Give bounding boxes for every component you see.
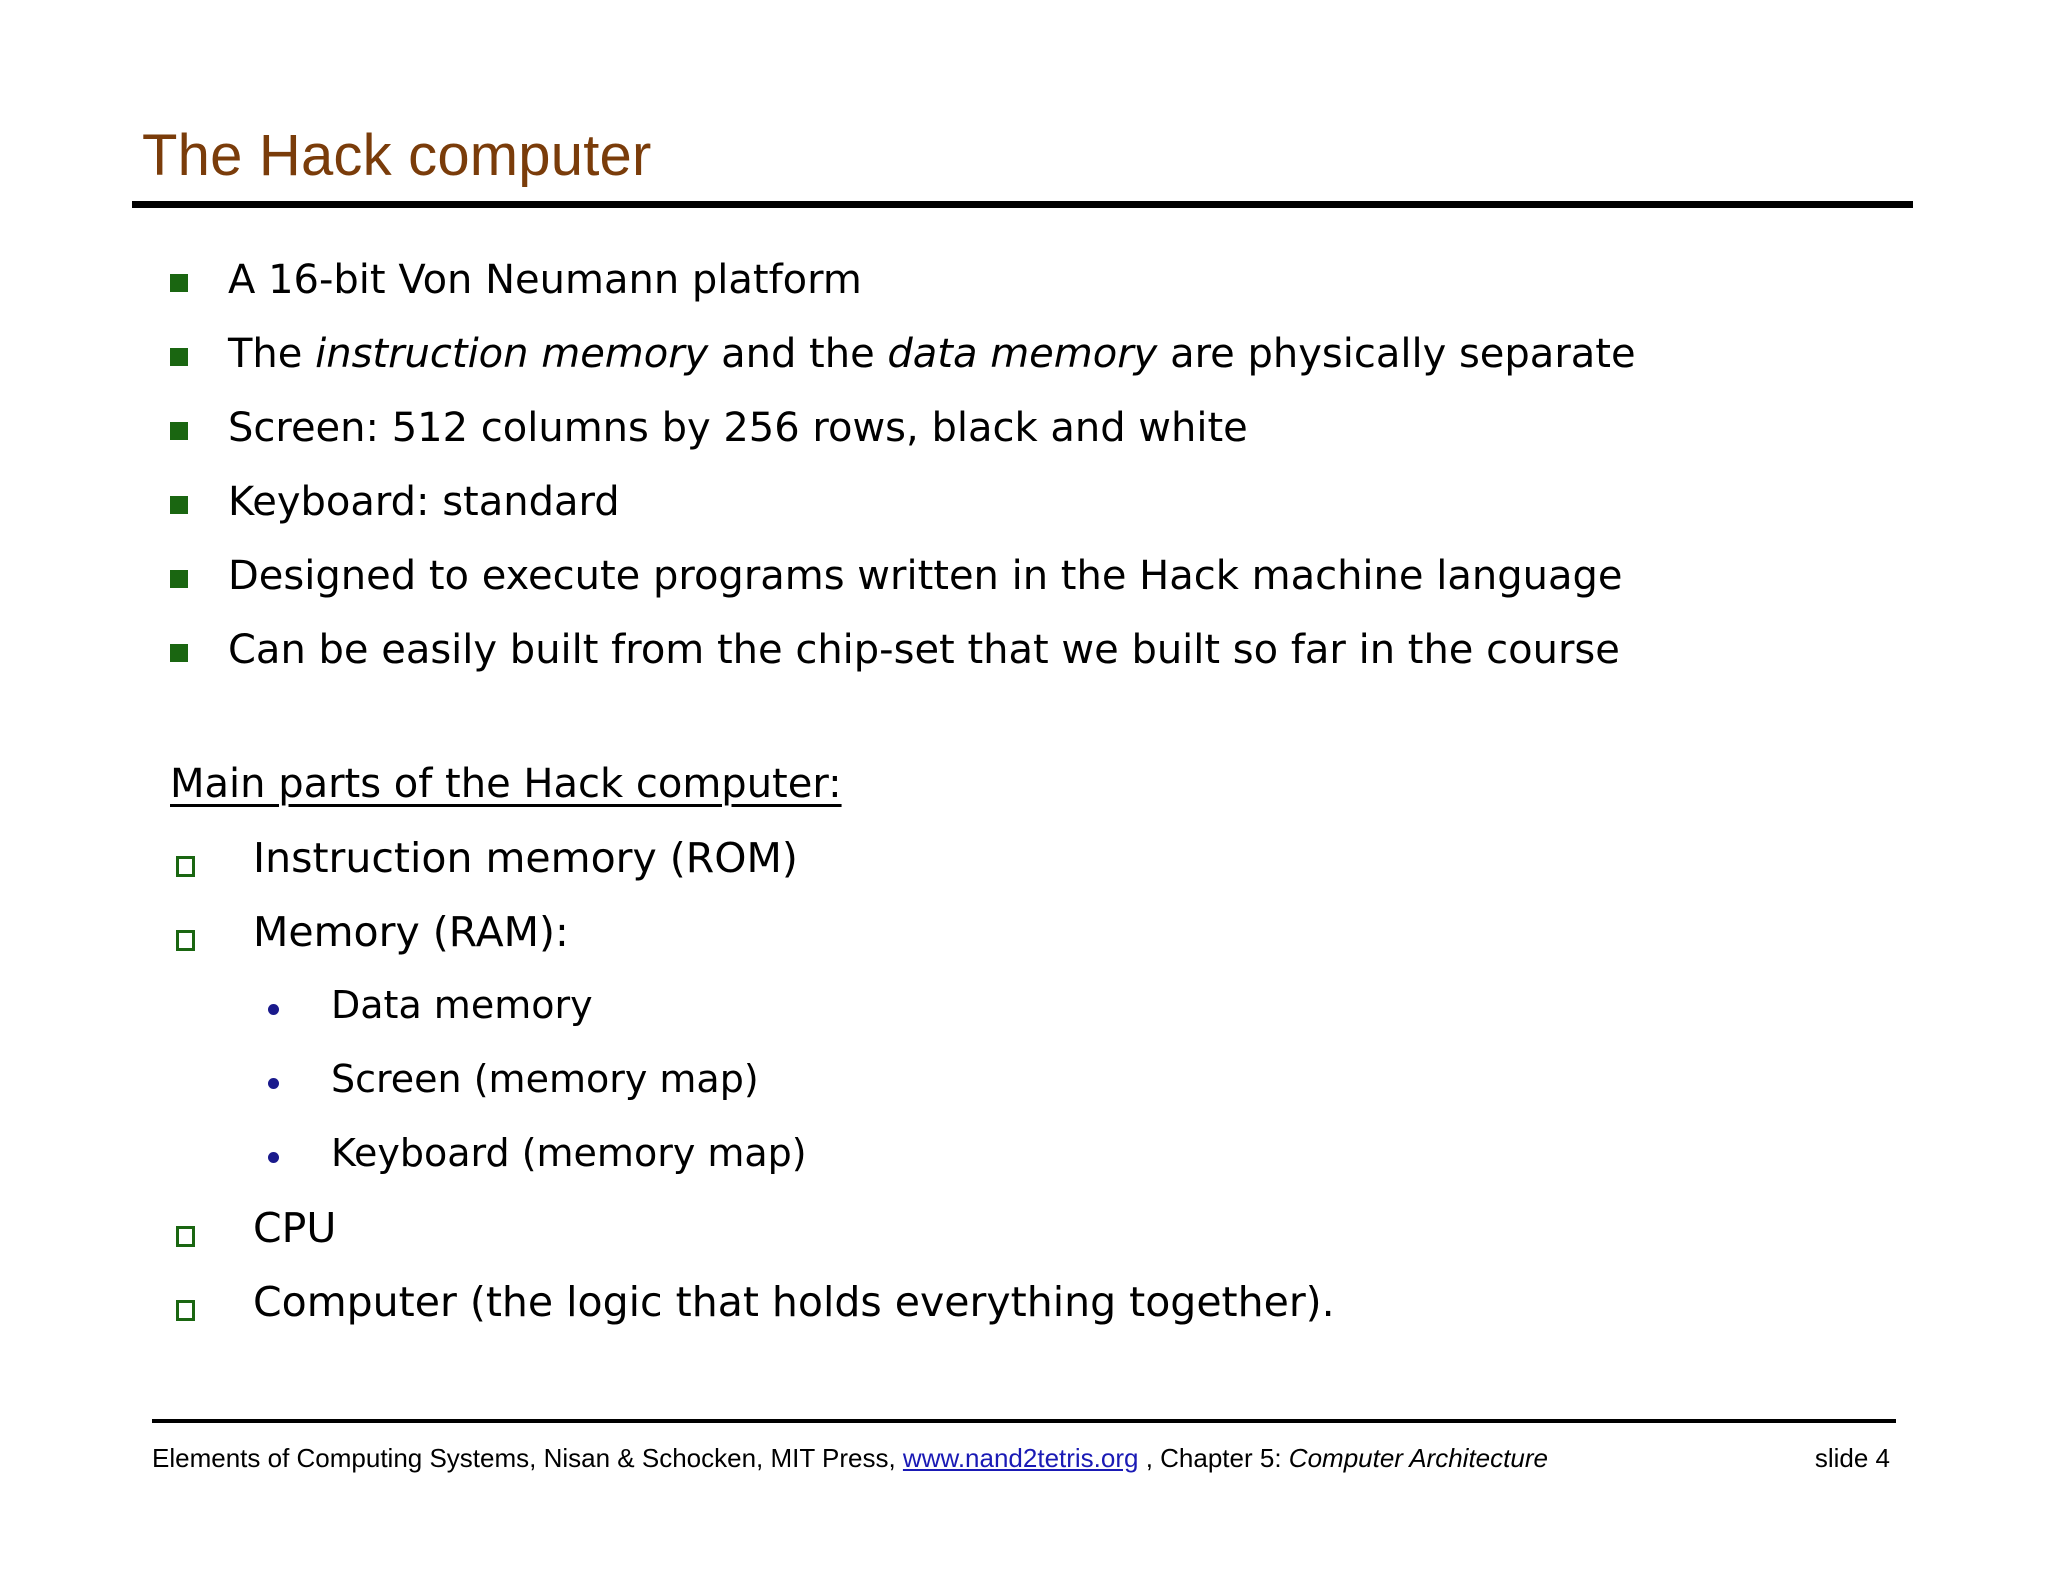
dot-bullet-icon: [268, 1152, 279, 1163]
hollow-square-bullet-icon: [176, 930, 195, 951]
bullet-text-pre: The: [228, 331, 316, 377]
footer-citation-prefix: Elements of Computing Systems, Nisan & S…: [152, 1443, 903, 1473]
bullet-text: Can be easily built from the chip-set th…: [228, 627, 1620, 673]
list-item: The instruction memory and the data memo…: [0, 326, 2048, 400]
bullet-text-emphasis-2: data memory: [887, 331, 1158, 377]
dot-bullet-icon: [268, 1078, 279, 1089]
list-item: Data memory: [0, 978, 2048, 1052]
bullet-text: The instruction memory and the data memo…: [228, 334, 1636, 374]
list-item: A 16-bit Von Neumann platform: [0, 252, 2048, 326]
part-label: Data memory: [331, 983, 593, 1027]
list-item: Designed to execute programs written in …: [0, 548, 2048, 622]
list-item: Can be easily built from the chip-set th…: [0, 622, 2048, 696]
square-bullet-icon: [170, 644, 188, 662]
bullet-text: Keyboard: standard: [228, 479, 620, 525]
hollow-square-bullet-icon: [176, 856, 195, 877]
footer-citation: Elements of Computing Systems, Nisan & S…: [152, 1443, 1548, 1474]
part-label: Keyboard (memory map): [331, 1131, 807, 1175]
bullet-text: A 16-bit Von Neumann platform: [228, 257, 862, 303]
bullet-text-mid: and the: [708, 331, 888, 377]
list-item: Memory (RAM):: [0, 904, 2048, 978]
page-title: The Hack computer: [142, 123, 652, 188]
list-item: Keyboard: standard: [0, 474, 2048, 548]
nand2tetris-link[interactable]: www.nand2tetris.org: [902, 1443, 1139, 1473]
part-label: Screen (memory map): [331, 1057, 759, 1101]
part-label: Instruction memory (ROM): [253, 834, 798, 882]
footer: Elements of Computing Systems, Nisan & S…: [152, 1443, 1896, 1474]
square-bullet-icon: [170, 348, 188, 366]
hollow-square-bullet-icon: [176, 1300, 195, 1321]
square-bullet-icon: [170, 496, 188, 514]
slide-number: slide 4: [1814, 1443, 1890, 1473]
square-bullet-icon: [170, 274, 188, 292]
footer-divider: [152, 1419, 1896, 1423]
footer-chapter-title: Computer Architecture: [1288, 1443, 1548, 1473]
part-label: CPU: [253, 1204, 337, 1252]
footer-citation-middle: , Chapter 5:: [1138, 1443, 1289, 1473]
dot-bullet-icon: [268, 1004, 279, 1015]
hollow-square-bullet-icon: [176, 1226, 195, 1247]
bullet-text-post: are physically separate: [1157, 331, 1636, 377]
bullet-text-emphasis-1: instruction memory: [315, 331, 709, 377]
list-item: Screen: 512 columns by 256 rows, black a…: [0, 400, 2048, 474]
list-item: Screen (memory map): [0, 1052, 2048, 1126]
bullet-text: Designed to execute programs written in …: [228, 553, 1623, 599]
title-divider: [132, 201, 1913, 208]
list-item: Instruction memory (ROM): [0, 830, 2048, 904]
list-item: Keyboard (memory map): [0, 1126, 2048, 1200]
part-label: Memory (RAM):: [253, 908, 569, 956]
square-bullet-icon: [170, 570, 188, 588]
list-item: Computer (the logic that holds everythin…: [0, 1274, 2048, 1348]
square-bullet-icon: [170, 422, 188, 440]
part-label: Computer (the logic that holds everythin…: [253, 1278, 1335, 1326]
list-item: CPU: [0, 1200, 2048, 1274]
slide-body: A 16-bit Von Neumann platform The instru…: [0, 252, 2048, 1348]
section-heading: Main parts of the Hack computer:: [0, 756, 2048, 830]
bullet-text: Screen: 512 columns by 256 rows, black a…: [228, 405, 1248, 451]
section-heading-label: Main parts of the Hack computer:: [170, 761, 842, 807]
